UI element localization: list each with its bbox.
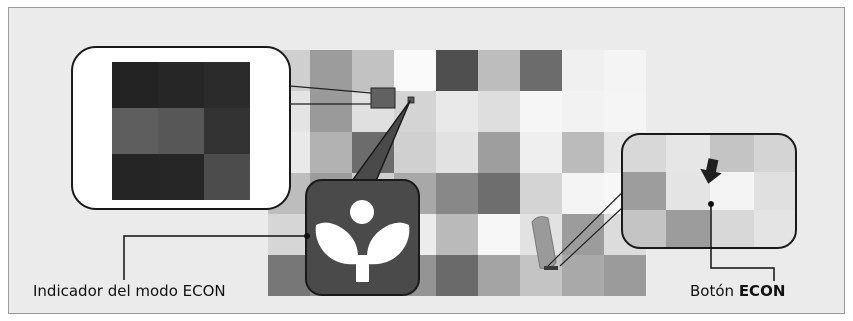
pixel-tile — [268, 214, 310, 255]
pixel-tile — [562, 173, 604, 214]
pixel-tile — [562, 255, 604, 296]
econ-button-label-bold: ECON — [739, 282, 786, 300]
pixel-tile — [436, 173, 478, 214]
pixel-tile — [436, 91, 478, 132]
pixel-tile — [562, 132, 604, 173]
econ-button-label-prefix: Botón — [690, 282, 739, 300]
pixel-tile — [310, 132, 352, 173]
pixel-tile — [562, 50, 604, 91]
pixel-tile — [436, 132, 478, 173]
econ-button-label: Botón ECON — [690, 282, 785, 300]
pixel-tile — [310, 91, 352, 132]
indicator-zoom-callout — [72, 47, 290, 209]
pixel-tile — [520, 50, 562, 91]
pixel-tile — [394, 132, 436, 173]
pixel-tile — [478, 91, 520, 132]
pixel-tile — [352, 50, 394, 91]
pixel-tile — [604, 255, 646, 296]
pixel-tile — [436, 214, 478, 255]
pixel-tile — [562, 214, 604, 255]
pixel-tile — [604, 91, 646, 132]
pixel-tile — [268, 255, 310, 296]
pixel-tile — [520, 132, 562, 173]
econ-indicator-icon-box — [306, 180, 419, 295]
pixel-tile — [478, 255, 520, 296]
pixel-tile — [478, 173, 520, 214]
pixel-tile — [394, 50, 436, 91]
pixel-tile — [436, 255, 478, 296]
pixel-tile — [520, 173, 562, 214]
pixel-tile — [562, 91, 604, 132]
pixel-tile — [478, 50, 520, 91]
pixel-tile — [394, 91, 436, 132]
pixel-tile — [478, 214, 520, 255]
pixel-tile — [310, 50, 352, 91]
pixel-tile — [436, 50, 478, 91]
pixel-tile — [604, 50, 646, 91]
econ-indicator-label: Indicador del modo ECON — [33, 282, 226, 300]
pixel-tile — [478, 132, 520, 173]
pixel-tile — [520, 91, 562, 132]
button-zoom-callout — [622, 134, 798, 248]
